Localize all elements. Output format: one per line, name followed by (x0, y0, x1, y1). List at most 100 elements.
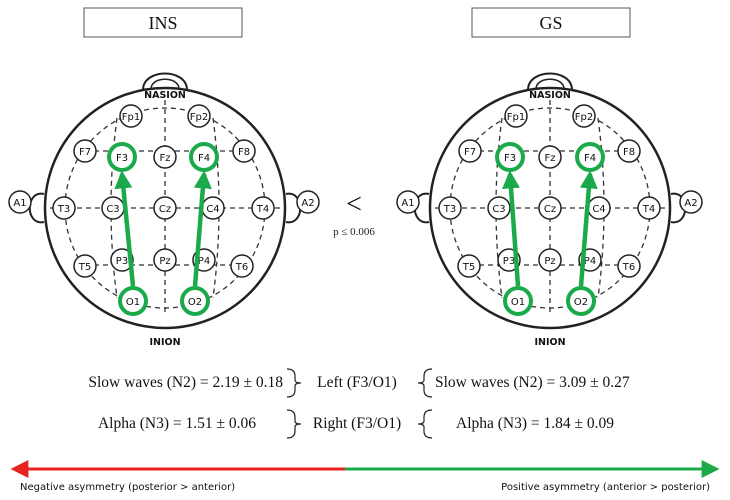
svg-text:Cz: Cz (544, 204, 556, 215)
svg-text:T6: T6 (622, 262, 635, 273)
panel-title: INS (148, 13, 177, 33)
asymmetry-arrow-right (578, 170, 598, 287)
electrode-o1: O1 (118, 286, 148, 316)
svg-text:F7: F7 (79, 147, 91, 158)
electrode-c4: C4 (587, 196, 611, 220)
svg-text:A2: A2 (684, 198, 697, 209)
svg-text:C3: C3 (492, 204, 505, 215)
svg-text:A1: A1 (13, 198, 26, 209)
electrode-f8: F8 (617, 139, 641, 163)
electrode-c4: C4 (201, 196, 225, 220)
electrode-f7: F7 (73, 139, 97, 163)
panel-title-box (83, 7, 243, 38)
svg-text:O1: O1 (511, 297, 525, 308)
electrode-cz: Cz (538, 196, 562, 220)
svg-text:T3: T3 (57, 204, 70, 215)
panel-gs: GS NASION INION Fp1 Fp2 F7 F3 Fz F4 F8 A… (396, 7, 703, 348)
gs-slow-waves: Slow waves (N2) = 3.09 ± 0.27 (435, 374, 630, 391)
electrode-f4: F4 (575, 142, 605, 172)
svg-text:T5: T5 (78, 262, 91, 273)
electrode-t5: T5 (73, 254, 97, 278)
electrode-fp1: Fp1 (504, 104, 528, 128)
negative-asymmetry-label: Negative asymmetry (posterior > anterior… (20, 482, 235, 493)
svg-text:Cz: Cz (159, 204, 171, 215)
svg-text:F8: F8 (623, 147, 635, 158)
electrode-f3: F3 (107, 142, 137, 172)
electrode-f4: F4 (189, 142, 219, 172)
electrode-fz: Fz (153, 145, 177, 169)
svg-text:Fp1: Fp1 (122, 112, 140, 123)
positive-asymmetry-label: Positive asymmetry (anterior > posterior… (501, 482, 710, 493)
electrode-f3: F3 (495, 142, 525, 172)
svg-text:Fz: Fz (159, 153, 170, 164)
brace-left-bottom (286, 409, 302, 439)
electrode-t4: T4 (637, 196, 661, 220)
svg-text:A1: A1 (401, 198, 414, 209)
svg-text:P3: P3 (116, 256, 128, 267)
svg-text:C4: C4 (206, 204, 219, 215)
svg-text:T6: T6 (235, 262, 248, 273)
brace-right-bottom (417, 409, 433, 439)
svg-text:Pz: Pz (159, 256, 170, 267)
electrode-fp2: Fp2 (187, 104, 211, 128)
electrode-t6: T6 (617, 254, 641, 278)
brace-right-top (417, 368, 433, 398)
electrode-c3: C3 (487, 196, 511, 220)
electrode-a1: A1 (8, 190, 32, 214)
electrode-fp2: Fp2 (572, 104, 596, 128)
svg-text:P3: P3 (503, 256, 515, 267)
svg-text:Fz: Fz (544, 153, 555, 164)
left-label: Left (F3/O1) (317, 374, 397, 391)
panel-title: GS (539, 13, 562, 33)
gs-alpha: Alpha (N3) = 1.84 ± 0.09 (456, 415, 614, 432)
svg-text:C3: C3 (106, 204, 119, 215)
svg-text:T5: T5 (462, 262, 475, 273)
svg-text:O2: O2 (574, 297, 588, 308)
svg-text:F4: F4 (584, 153, 596, 164)
svg-text:T4: T4 (642, 204, 655, 215)
svg-text:T3: T3 (443, 204, 456, 215)
svg-text:O1: O1 (126, 297, 140, 308)
electrode-o2: O2 (180, 286, 210, 316)
electrode-a2: A2 (679, 190, 703, 214)
inion-label: INION (149, 337, 180, 348)
svg-text:F3: F3 (504, 153, 516, 164)
electrode-f7: F7 (458, 139, 482, 163)
asymmetry-arrow-left (114, 170, 136, 287)
electrode-t3: T3 (438, 196, 462, 220)
svg-text:Fp2: Fp2 (190, 112, 208, 123)
electrode-pz: Pz (538, 248, 562, 272)
svg-text:C4: C4 (592, 204, 605, 215)
nasion-label: NASION (144, 90, 186, 101)
svg-text:A2: A2 (301, 198, 314, 209)
svg-text:Fp1: Fp1 (507, 112, 525, 123)
ins-alpha: Alpha (N3) = 1.51 ± 0.06 (98, 415, 256, 432)
electrode-f8: F8 (232, 139, 256, 163)
nasion-label: NASION (529, 90, 571, 101)
comparison-symbol: < (346, 189, 362, 220)
ins-slow-waves: Slow waves (N2) = 2.19 ± 0.18 (88, 374, 283, 391)
electrode-a1: A1 (396, 190, 420, 214)
asymmetry-arrow-right (192, 170, 212, 287)
electrode-cz: Cz (153, 196, 177, 220)
electrode-a2: A2 (296, 190, 320, 214)
electrode-t3: T3 (52, 196, 76, 220)
electrode-t6: T6 (230, 254, 254, 278)
panel-ins: INS NASION INION Fp1 Fp2 F7 F3 Fz F4 F8 … (8, 7, 320, 348)
right-label: Right (F3/O1) (313, 415, 401, 432)
brace-left-top (286, 368, 302, 398)
svg-text:T4: T4 (256, 204, 269, 215)
svg-text:F3: F3 (116, 153, 128, 164)
svg-text:Pz: Pz (544, 256, 555, 267)
svg-text:F4: F4 (198, 153, 210, 164)
electrode-fz: Fz (538, 145, 562, 169)
svg-text:P4: P4 (584, 256, 596, 267)
electrode-t5: T5 (457, 254, 481, 278)
svg-text:O2: O2 (188, 297, 202, 308)
head-diagram: NASION INION Fp1 Fp2 F7 F3 Fz F4 F8 A1 T… (8, 72, 320, 348)
electrode-o2: O2 (566, 286, 596, 316)
electrode-t4: T4 (251, 196, 275, 220)
panel-title-box (471, 7, 631, 38)
svg-text:P4: P4 (198, 256, 210, 267)
